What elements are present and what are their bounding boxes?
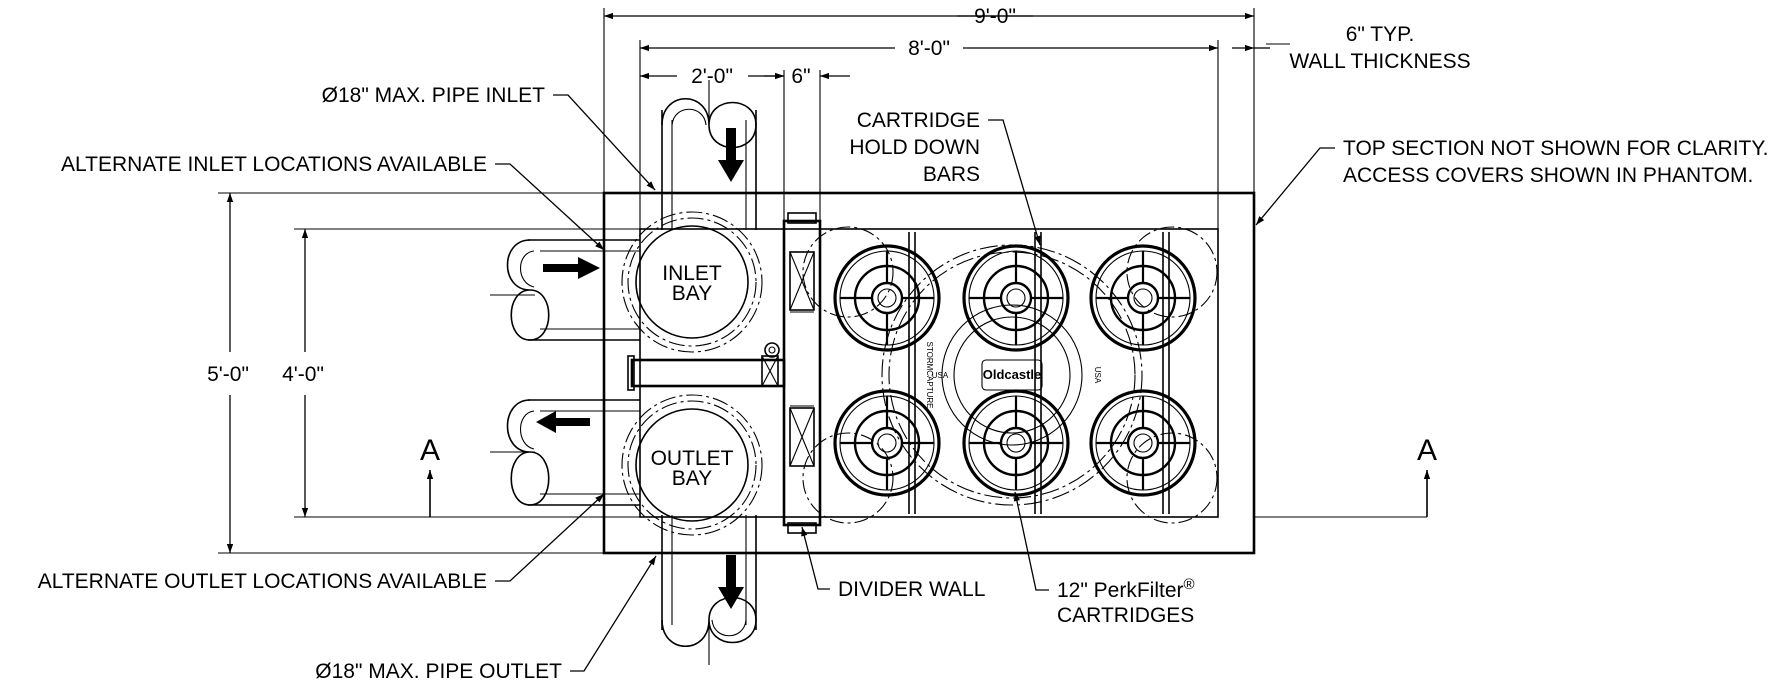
callout-alt-outlet: ALTERNATE OUTLET LOCATIONS AVAILABLE: [38, 570, 487, 593]
section-marker-right: A: [1254, 434, 1437, 518]
bay-bracket: [627, 342, 786, 391]
callout-pipe-inlet: Ø18" MAX. PIPE INLET: [322, 84, 546, 107]
vault-inner-wall: [639, 228, 1219, 518]
dim-inlet-bay-width: 2'-0": [691, 65, 733, 88]
flow-arrow-right-icon: [543, 257, 600, 279]
pipe-alt-inlet-left: [490, 239, 640, 341]
cartridge: [962, 244, 1070, 352]
cartridge-row-bottom: [833, 389, 1197, 497]
callout-hold-down-bars: CARTRIDGE: [857, 109, 980, 132]
callouts: 6" TYP. WALL THICKNESS Ø18" MAX. PIPE IN…: [38, 23, 1769, 683]
access-cover-phantom: Oldcastle USA STORMCAPTURE USA: [802, 226, 1218, 524]
cartridge: [1089, 389, 1197, 497]
callout-wall-thickness: WALL THICKNESS: [1289, 50, 1470, 73]
divider-wall: [782, 212, 822, 534]
flow-arrow-down-icon: [718, 128, 744, 182]
cover-side-text: USA: [1093, 367, 1102, 384]
callout-top-section: ACCESS COVERS SHOWN IN PHANTOM.: [1343, 164, 1753, 187]
callout-cartridges: CARTRIDGES: [1057, 604, 1194, 627]
callout-wall-thickness: 6" TYP.: [1346, 23, 1415, 46]
cartridge: [833, 389, 941, 497]
callout-hold-down-bars: BARS: [923, 163, 980, 186]
callout-top-section: TOP SECTION NOT SHOWN FOR CLARITY.: [1343, 137, 1769, 160]
flow-arrow-down-icon: [718, 555, 744, 609]
vault-structure: [602, 191, 1256, 555]
inlet-bay-label: BAY: [672, 282, 712, 305]
outlet-bay-label: OUTLET: [651, 447, 734, 470]
dimension-lines: [218, 8, 1290, 554]
cartridge: [833, 244, 941, 352]
cartridge: [962, 389, 1070, 497]
flow-arrows: [536, 128, 744, 609]
dim-overall-width: 9'-0": [974, 5, 1016, 28]
dimension-labels: 9'-0" 8'-0" 2'-0" 6" 5'-0" 4'-0": [207, 5, 1016, 386]
section-marker-left: A: [420, 434, 604, 518]
vault-outer-wall: [602, 191, 1256, 555]
cover-tag: USA: [932, 371, 949, 380]
inlet-bay: INLET BAY: [621, 211, 763, 353]
cover-brand-logo: Oldcastle: [983, 367, 1042, 382]
section-label: A: [420, 434, 440, 467]
outlet-bay: OUTLET BAY: [621, 394, 763, 536]
pipe-inlet-top: [661, 80, 757, 230]
dim-overall-height: 5'-0": [207, 363, 249, 386]
cartridge: [1089, 244, 1197, 352]
flow-arrow-left-icon: [536, 411, 590, 433]
section-label: A: [1417, 434, 1437, 467]
callout-pipe-outlet: Ø18" MAX. PIPE OUTLET: [315, 660, 562, 683]
callout-alt-inlet: ALTERNATE INLET LOCATIONS AVAILABLE: [61, 153, 487, 176]
callout-divider-wall: DIVIDER WALL: [838, 578, 985, 601]
outlet-bay-label: BAY: [672, 467, 712, 490]
callout-hold-down-bars: HOLD DOWN: [849, 136, 980, 159]
cartridge-row-top: [833, 244, 1197, 352]
dim-inner-height: 4'-0": [282, 363, 324, 386]
pipe-alt-outlet-left: [490, 399, 640, 506]
cover-side-text: STORMCAPTURE: [925, 342, 934, 409]
dim-inner-width: 8'-0": [908, 37, 950, 60]
dim-divider-width: 6": [791, 65, 810, 88]
callout-cartridges: 12" PerkFilter®: [1057, 576, 1195, 602]
inlet-bay-label: INLET: [662, 262, 722, 285]
